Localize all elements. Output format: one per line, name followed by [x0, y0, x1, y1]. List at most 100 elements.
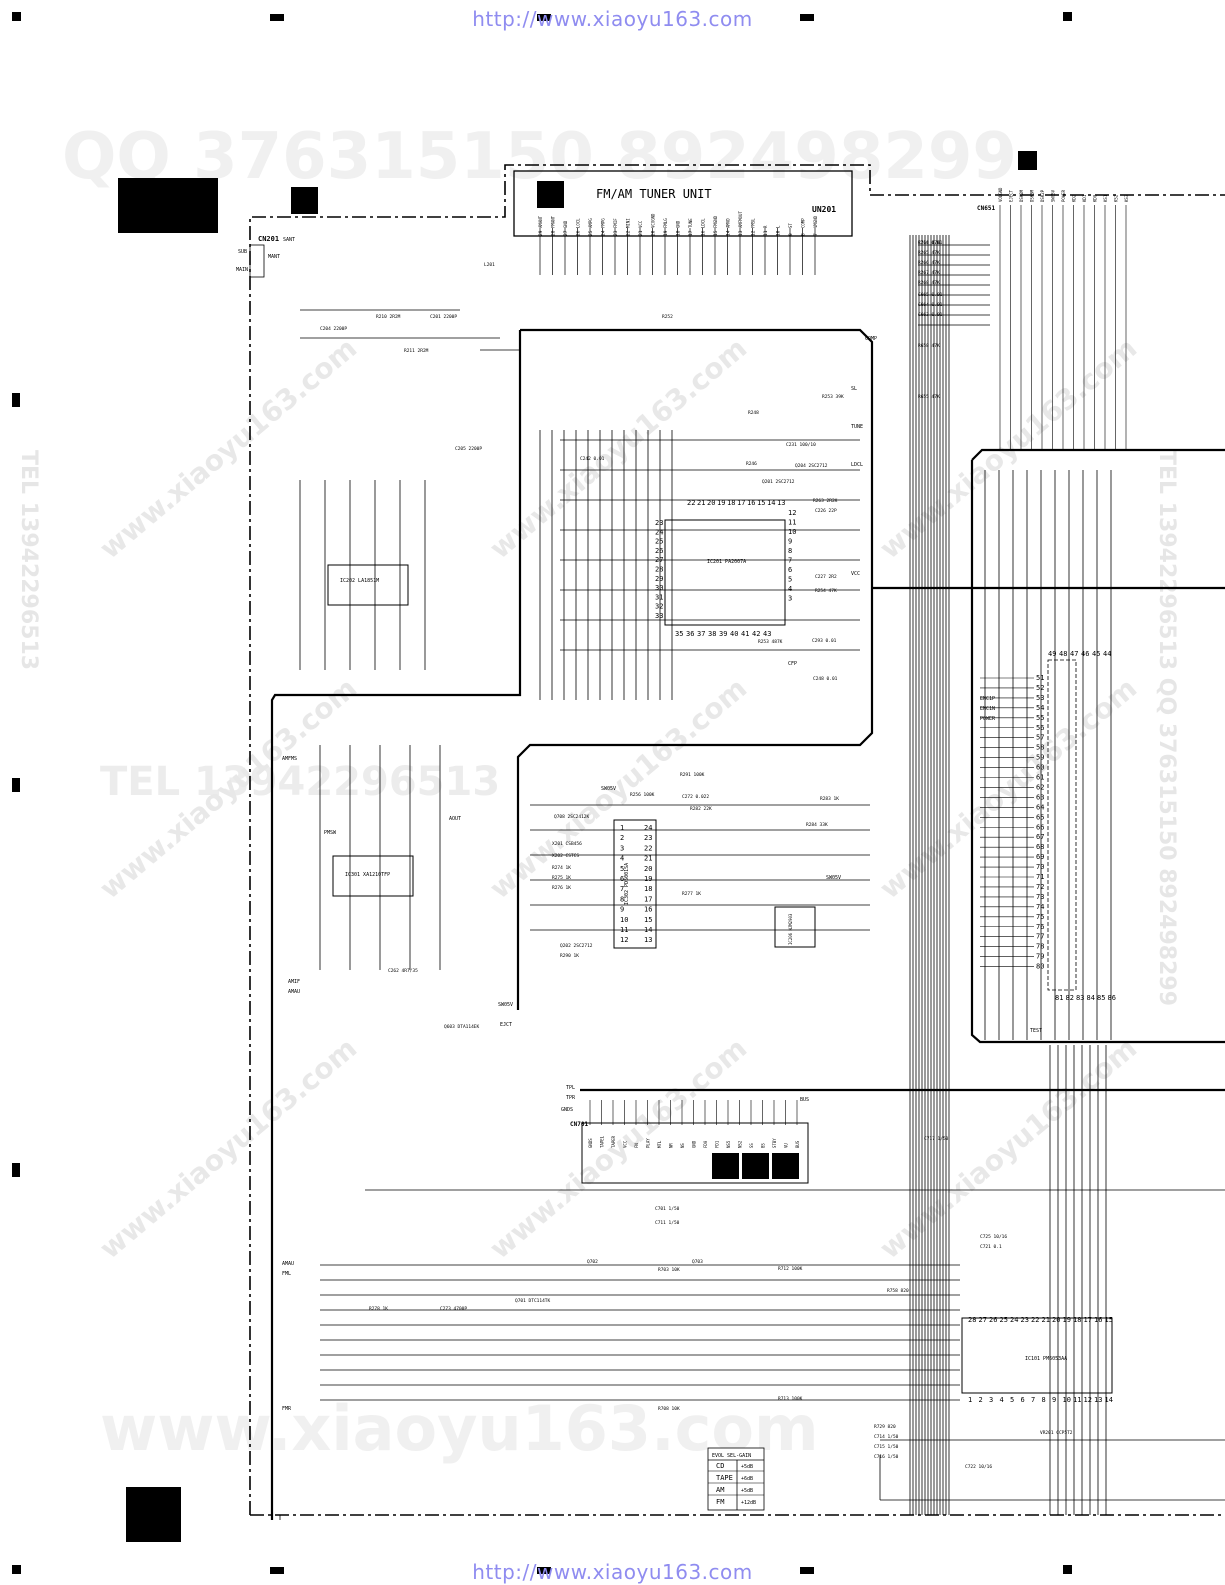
evol-source: FM	[716, 1498, 724, 1506]
ic101-top-pin: 15	[1105, 1316, 1113, 1324]
micro-pin-number: 76	[1036, 923, 1044, 931]
tuner-pin-name: LDCL	[701, 218, 706, 228]
ic201-left-pin: 26	[655, 547, 663, 555]
micro-pin-number: 59	[1036, 754, 1044, 762]
sub-label: SUB	[238, 249, 247, 255]
micro-pin-number: 67	[1036, 833, 1044, 841]
cn701-pin-name: TAPEL	[600, 1135, 605, 1148]
component-label: L201	[484, 262, 495, 268]
component-label: C716 1/50	[874, 1454, 899, 1460]
tuner-pin-name: GND	[563, 220, 568, 228]
ic101-top-pin: 27	[979, 1316, 987, 1324]
ic201-right-pin: 5	[788, 576, 792, 584]
bottom-url-watermark: http://www.xiaoyu163.com	[472, 1560, 753, 1584]
component-label: C293 0.01	[812, 638, 837, 644]
cn651-pin-name: DSK2P	[1040, 189, 1045, 202]
signal-fmr: FMR	[282, 1406, 292, 1412]
ic302-left-pin: 10	[620, 916, 628, 924]
component-label: Q603 DTA114EK	[444, 1024, 480, 1030]
micro-top-pin: 47	[1070, 650, 1078, 658]
component-label: R256 100K	[630, 792, 655, 798]
cn701-pin-name: TAPER	[611, 1135, 616, 1148]
tuner-unit-title: FM/AM TUNER UNIT	[596, 187, 712, 201]
component-label: C715 1/50	[874, 1444, 899, 1450]
ic201-top-pin: 22	[687, 499, 695, 507]
cn701-pin-name: STBY	[772, 1138, 777, 1148]
signal-tune: TUNE	[851, 424, 863, 430]
cn701-pin-name: MTL	[657, 1140, 662, 1148]
wiring-layer	[279, 235, 1225, 1520]
ic302-right-pin: 15	[644, 916, 652, 924]
tuner-pin-name: FMSL	[751, 218, 756, 228]
block-boundaries	[270, 328, 1225, 1520]
watermark-site-bottom: www.xiaoyu163.com	[100, 1392, 819, 1465]
ic302-left-pin: 2	[620, 834, 624, 842]
ic101-bottom-pin: 11	[1073, 1396, 1081, 1404]
ic201-bottom-pin: 36	[686, 630, 694, 638]
component-label: R252	[662, 314, 673, 320]
evol-source: CD	[716, 1462, 724, 1470]
ic302-left-pin: 6	[620, 875, 624, 883]
component-label: R246	[746, 461, 757, 467]
signal-sw05v-2: SW05V	[498, 1002, 513, 1008]
cn701-pin-name: FN	[634, 1143, 639, 1148]
ic201-right-pin: 9	[788, 538, 792, 546]
ic302-left-pin: 11	[620, 926, 628, 934]
tuner-pin-number: 16	[701, 230, 707, 236]
ic206-label: IC206 NJM2903	[788, 913, 793, 945]
component-label: C242 0.01	[580, 456, 605, 462]
component-label: R655 47K	[918, 394, 940, 400]
watermark-site-diag-5: www.xiaoyu163.com	[483, 671, 753, 905]
ic302-left-pin: 4	[620, 855, 624, 863]
component-label: C272 0.022	[682, 794, 709, 800]
tuner-pin-number: 13	[738, 230, 744, 236]
ic202-label: IC202 LA1851M	[340, 578, 379, 584]
cn651-pin-name: KS2	[1114, 194, 1119, 202]
ic201-top-pin: 18	[727, 499, 735, 507]
component-label: R268 47K	[918, 280, 940, 286]
ic302-left-pin: 3	[620, 844, 624, 852]
micro-bottom-pin: 84	[1087, 994, 1095, 1002]
tuner-pin-name: L	[776, 225, 781, 228]
tuner-pin-name: ST	[788, 223, 793, 228]
tuner-pin-number: 15	[713, 230, 719, 236]
component-label: R274 1K	[552, 865, 571, 871]
tuner-pin-name: LOCL	[576, 218, 581, 228]
component-label: C262 4R7/35	[388, 968, 418, 974]
component-label: C701 1/50	[655, 1206, 680, 1212]
tuner-pin-number: 23	[613, 230, 619, 236]
signal-sw05v: SW05V	[826, 875, 841, 881]
ic201-bottom-pin: 38	[708, 630, 716, 638]
component-label: R712 100K	[778, 1266, 803, 1272]
ic201-right-pin: 12	[788, 509, 796, 517]
tuner-unit-ref: UN201	[812, 205, 836, 214]
evol-gain: +5dB	[741, 1464, 753, 1470]
micro-pin-number: 64	[1036, 803, 1044, 811]
component-label: C717 1/50	[924, 1136, 949, 1142]
component-label: C721 0.1	[980, 1244, 1002, 1250]
component-label: C663 0.01	[918, 312, 943, 318]
ic201-left-pin: 28	[655, 566, 663, 574]
component-label: C711 1/50	[655, 1220, 680, 1226]
ic302-right-pin: 23	[644, 834, 652, 842]
ic101-bottom-pin: 10	[1063, 1396, 1071, 1404]
ic201-left-pin: 27	[655, 556, 663, 564]
cn701-pin-name: PLAY	[646, 1138, 651, 1148]
watermark-site-diag-3: www.xiaoyu163.com	[873, 331, 1143, 565]
micro-top-pin: 45	[1092, 650, 1100, 658]
ic101-top-pin: 16	[1094, 1316, 1102, 1324]
component-label: C201 2200P	[430, 314, 457, 320]
cn651-label: CN651	[977, 205, 995, 212]
evol-gain: +6dB	[741, 1476, 753, 1482]
component-label: R264 47K	[918, 240, 940, 246]
component-label: C664 0.01	[918, 302, 943, 308]
tuner-pin-name: VCOGND	[651, 213, 656, 228]
signal-comp: COMP	[865, 336, 877, 342]
component-label: X201 CSB456	[552, 841, 582, 847]
ic101-top-pin: 21	[1042, 1316, 1050, 1324]
ic101-top-pin: 18	[1073, 1316, 1081, 1324]
tuner-pin-name: FMPG	[601, 218, 606, 228]
ic302-left-pin: 7	[620, 885, 624, 893]
